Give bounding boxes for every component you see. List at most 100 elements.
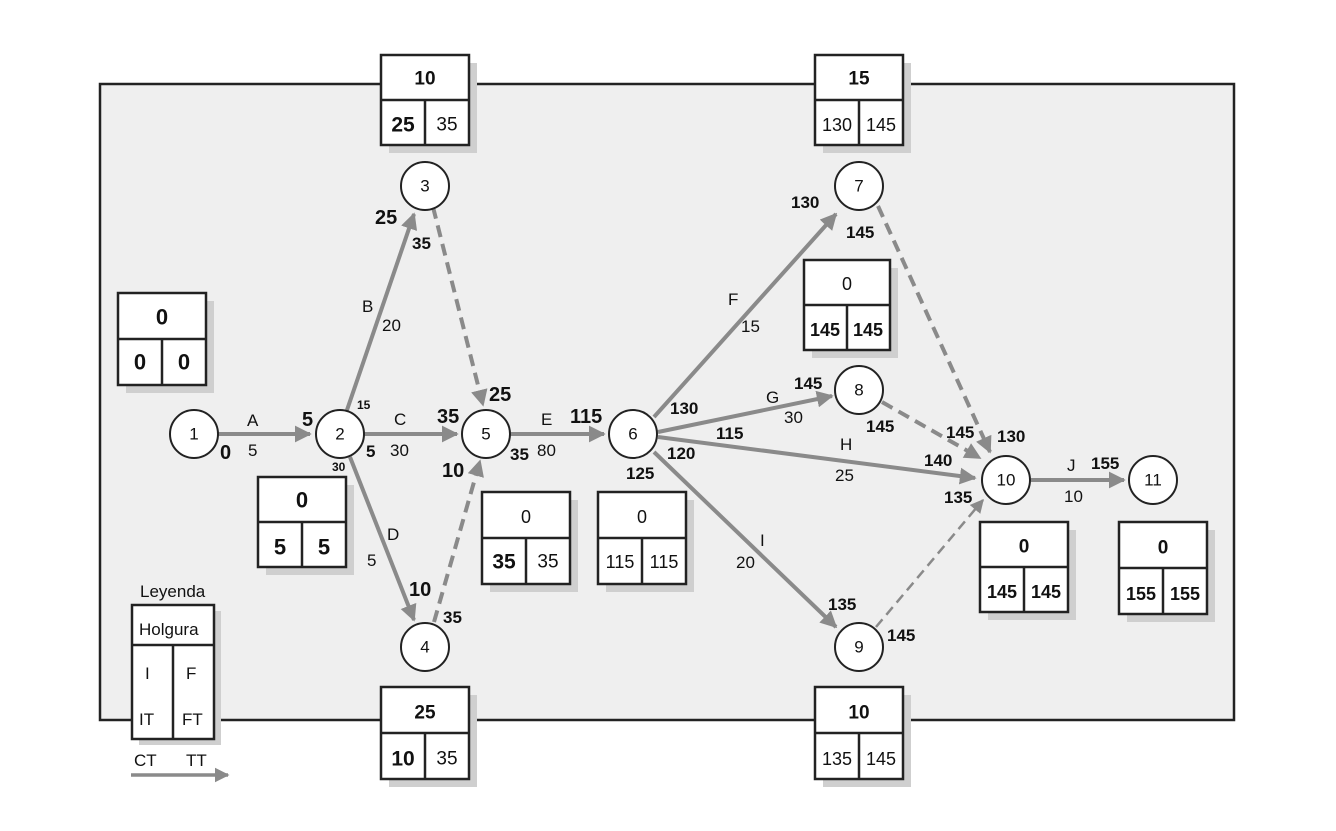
- activity-f-duration: 15: [741, 317, 760, 336]
- activity-i-label: I: [760, 531, 765, 550]
- node-label: 6: [628, 425, 637, 444]
- late-value: 35: [436, 115, 457, 136]
- early-value: 135: [822, 749, 852, 769]
- dummy-arrow-9-10: [875, 498, 984, 628]
- early-value: 145: [810, 320, 840, 340]
- activity-b-duration: 20: [382, 316, 401, 335]
- activity-j-label: J: [1067, 456, 1076, 475]
- legend-ft: FT: [182, 710, 203, 729]
- dummy-arrow-4-5: [432, 459, 484, 623]
- arrow-b: [345, 212, 418, 411]
- activity-arrows: [218, 205, 1126, 629]
- time-label: 130: [997, 427, 1025, 446]
- early-value: 130: [822, 115, 852, 135]
- node-7: 7: [834, 161, 884, 211]
- time-label: 120: [667, 444, 695, 463]
- early-value: 115: [606, 552, 635, 572]
- node-label: 2: [335, 425, 344, 444]
- late-value: 155: [1170, 584, 1200, 604]
- activity-e-duration: 80: [537, 441, 556, 460]
- event-box-node-3: 10 25 35: [379, 53, 477, 153]
- activity-g-duration: 30: [784, 408, 803, 427]
- legend-i: I: [145, 664, 150, 683]
- late-value: 145: [866, 749, 896, 769]
- node-5: 5: [461, 409, 511, 459]
- time-label: 145: [794, 374, 822, 393]
- late-value: 0: [178, 350, 190, 375]
- activity-c-label: C: [394, 410, 406, 429]
- legend: Leyenda Holgura I F IT FT CT TT: [130, 582, 230, 783]
- activity-j-duration: 10: [1064, 487, 1083, 506]
- legend-slack: Holgura: [139, 620, 199, 639]
- node-1: 1: [169, 409, 219, 459]
- time-label: 25: [375, 207, 397, 229]
- node-label: 9: [854, 638, 863, 657]
- node-3: 3: [400, 161, 450, 211]
- slack-value: 0: [1019, 537, 1030, 558]
- early-value: 35: [492, 551, 516, 574]
- slack-value: 0: [842, 274, 852, 294]
- node-label: 4: [420, 638, 429, 657]
- late-value: 145: [1031, 582, 1061, 602]
- event-box-node-10: 0 145 145: [978, 520, 1076, 620]
- dummy-arrow-7-10: [876, 205, 992, 454]
- time-label: 130: [791, 193, 819, 212]
- time-label: 145: [946, 423, 974, 442]
- time-label: 155: [1091, 454, 1119, 473]
- slack-value: 0: [296, 488, 308, 513]
- activity-h-label: H: [840, 435, 852, 454]
- node-label: 8: [854, 381, 863, 400]
- activity-g-label: G: [766, 388, 779, 407]
- activity-d-duration: 5: [367, 551, 376, 570]
- event-box-node-8: 0 145 145: [802, 258, 898, 358]
- time-label: 145: [866, 417, 894, 436]
- event-box-node-1: 0 0 0: [116, 291, 214, 393]
- time-label: 145: [887, 626, 915, 645]
- time-label: 0: [220, 442, 231, 464]
- slack-value: 0: [1158, 538, 1169, 559]
- time-label: 5: [366, 442, 375, 461]
- time-label: 10: [409, 579, 431, 601]
- time-label: 25: [489, 384, 511, 406]
- node-10: 10: [981, 455, 1031, 505]
- event-box-node-7: 15 130 145: [813, 53, 911, 153]
- arrow-g: [657, 390, 834, 434]
- late-value: 35: [436, 749, 457, 770]
- node-4: 4: [400, 622, 450, 672]
- slack-value: 10: [414, 69, 435, 90]
- late-value: 145: [853, 320, 883, 340]
- time-label: 35: [412, 234, 431, 253]
- time-label: 115: [570, 406, 602, 428]
- time-label: 115: [716, 424, 743, 443]
- event-box-node-5: 0 35 35: [480, 490, 578, 592]
- node-11: 11: [1128, 455, 1178, 505]
- time-label: 30: [332, 460, 346, 474]
- early-value: 25: [391, 114, 415, 137]
- early-value: 155: [1126, 584, 1156, 604]
- early-value: 0: [134, 350, 146, 375]
- time-label: 35: [437, 406, 459, 428]
- node-9: 9: [834, 622, 884, 672]
- time-label: 15: [357, 398, 371, 412]
- legend-ct: CT: [134, 751, 157, 770]
- event-boxes: 0 0 0 0 5 5 10 25 35 25 10 35: [116, 53, 1215, 787]
- legend-f: F: [186, 664, 196, 683]
- late-value: 5: [318, 535, 330, 560]
- event-box-node-11: 0 155 155: [1117, 520, 1215, 622]
- time-label: 5: [302, 409, 313, 431]
- time-label: 35: [510, 445, 529, 464]
- legend-tt: TT: [186, 751, 207, 770]
- activity-c-duration: 30: [390, 441, 409, 460]
- event-box-node-2: 0 5 5: [256, 475, 354, 575]
- node-label: 3: [420, 177, 429, 196]
- time-label: 135: [828, 595, 856, 614]
- activity-d-label: D: [387, 525, 399, 544]
- time-label: 35: [443, 608, 462, 627]
- activity-h-duration: 25: [835, 466, 854, 485]
- activity-f-label: F: [728, 290, 738, 309]
- event-box-node-9: 10 135 145: [813, 685, 911, 787]
- activity-a-duration: 5: [248, 441, 257, 460]
- node-label: 11: [1144, 471, 1162, 490]
- activity-labels: A 5 B 20 C 30 D 5 E 80 F 15 G 30 H 25 I …: [247, 290, 1083, 572]
